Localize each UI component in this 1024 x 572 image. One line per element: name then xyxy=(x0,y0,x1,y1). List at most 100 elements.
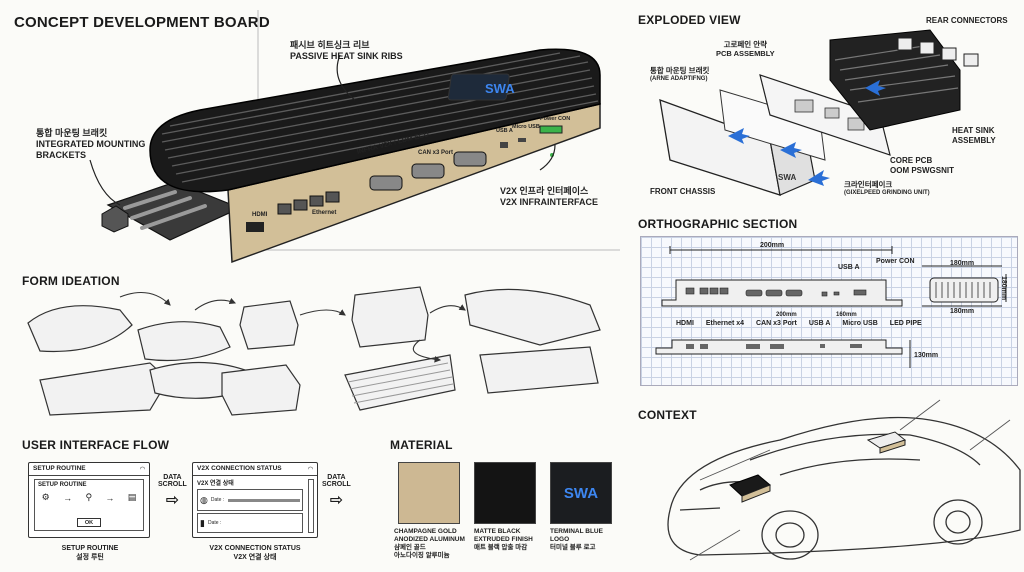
wifi-icon: ◠ xyxy=(140,466,145,473)
exploded-illustration: SWA xyxy=(659,29,979,196)
swatch-2-line1: MATTE BLACK xyxy=(474,528,521,535)
swatch-1-line2: ANODIZED ALUMINUM xyxy=(394,536,465,543)
logo-text: SWA xyxy=(485,81,515,96)
ortho-port-ethernet: Ethernet x4 xyxy=(705,320,745,327)
label-rear-connectors: REAR CONNECTORS xyxy=(926,16,1008,25)
form-sketch-7 xyxy=(351,286,429,348)
context-title: CONTEXT xyxy=(638,408,697,422)
form-sketch-8 xyxy=(464,288,601,346)
form-sketch-1 xyxy=(27,305,133,353)
swatch-1-kr1: 샴페인 골드 xyxy=(394,544,426,551)
mounting-bracket xyxy=(101,181,242,241)
caption-v2x-en: V2X CONNECTION STATUS xyxy=(209,545,301,552)
callout-bracket-kr: 통합 마운팅 브래킷 xyxy=(36,128,108,138)
bar-chart-icon: ▮ xyxy=(200,517,205,528)
power-connector-shape xyxy=(539,125,563,134)
car-front-wheel xyxy=(761,510,819,560)
form-sketch-5 xyxy=(239,300,299,350)
exploded-title: EXPLODED VIEW xyxy=(638,13,741,27)
screen1-steps: ⚙→ ⚲→ ▤ xyxy=(35,492,143,503)
status-field-2: Date : xyxy=(207,520,222,526)
chassis-logo: SWA xyxy=(778,173,796,182)
callout-heat-sink-en: PASSIVE HEAT SINK RIBS xyxy=(290,51,403,61)
ortho-port-labels: HDMI Ethernet x4 CAN x3 Port USB A Micro… xyxy=(676,320,922,327)
label-pcb-kr: 고로페인 안략 xyxy=(723,40,768,49)
ortho-dim-130: 130mm xyxy=(914,352,939,359)
swatch-logo-text: SWA xyxy=(563,484,599,502)
ortho-port-hdmi: HDMI xyxy=(676,320,694,327)
screen-setup-routine: SETUP ROUTINE ◠ SETUP ROUTINE ⚙→ ⚲→ ▤ OK xyxy=(28,462,150,538)
callout-bracket-en-1: INTEGRATED MOUNTING xyxy=(36,139,146,149)
callout-v2x: V2X 인프라 인터페이스 V2X INFRAINTERFACE xyxy=(500,186,598,208)
label-exploded-bracket: 통합 마운팅 브래킷 (ARNE ADAPTIFNG) xyxy=(650,66,709,84)
swatch-caption-3: TERMINAL BLUE LOGO 터미널 블루 로고 xyxy=(550,528,622,552)
form-ideation-sketches xyxy=(27,286,601,416)
label-grinding-unit: 크라인터페이크 (GIXELPEED GRINDING UNIT) xyxy=(844,180,930,198)
status-bar-1 xyxy=(228,498,300,502)
label-grind-sub: (GIXELPEED GRINDING UNIT) xyxy=(844,190,930,196)
swatch-3-line1: TERMINAL BLUE xyxy=(550,528,603,535)
ethernet-ports xyxy=(277,191,340,215)
ortho-port-usb: USB A xyxy=(808,320,831,327)
gear-icon: ⚙ xyxy=(41,492,50,502)
caption-setup: SETUP ROUTINE 설정 루틴 xyxy=(54,544,126,562)
data-scroll-2b: SCROLL xyxy=(322,481,351,488)
status-row-1[interactable]: ◍ Date : xyxy=(197,489,303,511)
ortho-dim-200-top: 200mm xyxy=(760,242,785,249)
ortho-title: ORTHOGRAPHIC SECTION xyxy=(638,217,798,231)
data-scroll-1: DATA SCROLL ⇨ xyxy=(158,474,187,510)
label-pcb-assembly: 고로페인 안략 PCB ASSEMBLY xyxy=(716,40,775,58)
label-ethernet: Ethernet xyxy=(312,210,337,216)
board-title: CONCEPT DEVELOPMENT BOARD xyxy=(14,14,270,31)
ortho-dim-160-inner: 160mm xyxy=(836,312,857,318)
heat-sink-assembly xyxy=(829,29,961,131)
ortho-dim-180-right: 180mm xyxy=(1000,276,1007,301)
callout-bracket-en-2: BRACKETS xyxy=(36,150,87,160)
label-core-pcb: CORE PCB OOM PSWGSNIT xyxy=(890,156,954,176)
ortho-port-micro-usb: Micro USB xyxy=(842,320,878,327)
screen1-header-text: SETUP ROUTINE xyxy=(33,465,86,472)
can-ports xyxy=(369,151,487,191)
scrollbar[interactable] xyxy=(308,479,314,533)
swatch-matte-black xyxy=(474,462,536,524)
ortho-grid xyxy=(640,236,1018,386)
globe-icon: ◍ xyxy=(200,494,208,505)
form-sketch-10 xyxy=(479,346,599,394)
label-heat-sink-assembly: HEAT SINK ASSEMBLY xyxy=(952,126,996,146)
ok-button[interactable]: OK xyxy=(77,518,101,527)
screen2-header-text: V2X CONNECTION STATUS xyxy=(197,465,282,472)
screen1-header: SETUP ROUTINE ◠ xyxy=(29,463,149,476)
hero-device-illustration: SWA xyxy=(89,10,620,264)
ortho-port-led: LED PIPE xyxy=(889,320,922,327)
data-scroll-2: DATA SCROLL ⇨ xyxy=(322,474,351,510)
ortho-dim-200-inner: 200mm xyxy=(776,312,797,318)
swatch-caption-1: CHAMPAGNE GOLD ANODIZED ALUMINUM 샴페인 골드 … xyxy=(394,528,466,560)
label-core-pcb-1: CORE PCB xyxy=(890,156,933,165)
label-front-chassis: FRONT CHASSIS xyxy=(650,187,716,196)
label-usb-device: USB A xyxy=(496,128,513,134)
status-row-2[interactable]: ▮ Date : xyxy=(197,513,303,533)
swatch-2-kr1: 매트 블랙 압출 마감 xyxy=(474,544,528,551)
data-scroll-1a: DATA xyxy=(163,474,182,481)
material-title: MATERIAL xyxy=(390,438,453,452)
label-can: CAN x3 Port xyxy=(418,150,454,156)
callout-v2x-en: V2X INFRAINTERFACE xyxy=(500,197,599,207)
swatch-champagne-gold xyxy=(398,462,460,524)
callout-heat-sink-kr: 패시브 히트싱크 리브 xyxy=(290,40,370,50)
swatch-3-kr1: 터미널 블루 로고 xyxy=(550,544,596,551)
car-rear-wheel xyxy=(933,499,983,545)
label-exploded-bracket-kr: 통합 마운팅 브래킷 xyxy=(650,66,710,75)
callout-heat-sink: 패시브 히트싱크 리브 PASSIVE HEAT SINK RIBS xyxy=(290,40,403,62)
swatch-1-kr2: 아노다이징 알루미늄 xyxy=(394,552,450,559)
car-device-front xyxy=(729,474,771,503)
swatch-terminal-blue: SWA xyxy=(550,462,612,524)
label-core-pcb-2: OOM PSWGSNIT xyxy=(890,166,954,175)
data-scroll-1b: SCROLL xyxy=(158,481,187,488)
data-scroll-2a: DATA xyxy=(327,474,346,481)
screen-v2x-status: V2X CONNECTION STATUS◠ V2X 연결 상태 ◍ Date … xyxy=(192,462,318,538)
swatch-caption-2: MATTE BLACK EXTRUDED FINISH 매트 블랙 압출 마감 xyxy=(474,528,546,552)
logo-plate xyxy=(447,73,510,101)
ortho-power-top: Power CON xyxy=(876,258,915,265)
label-heat-sink-2: ASSEMBLY xyxy=(952,136,996,145)
form-sketch-9 xyxy=(344,354,456,411)
